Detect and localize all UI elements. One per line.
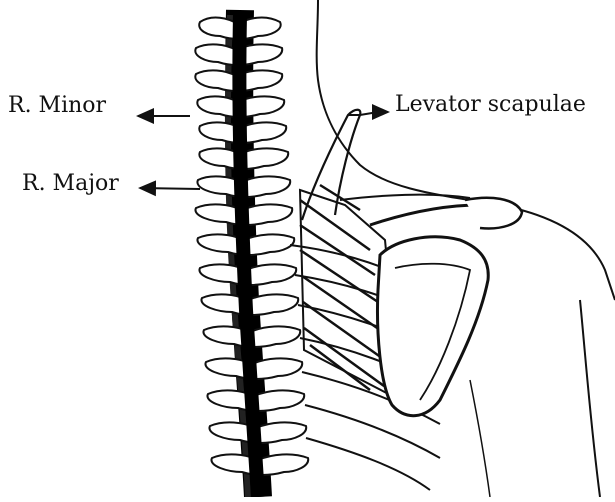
torso-outline (470, 380, 490, 497)
acromion (465, 198, 522, 229)
arm-outline (580, 300, 600, 497)
major-arrow (140, 188, 200, 189)
rhomboid-muscles (300, 185, 384, 390)
label-r-major: R. Major (22, 173, 119, 195)
label-levator-scapulae: Levator scapulae (395, 94, 586, 116)
levator-arrow (348, 112, 388, 115)
label-r-minor: R. Minor (8, 95, 106, 117)
